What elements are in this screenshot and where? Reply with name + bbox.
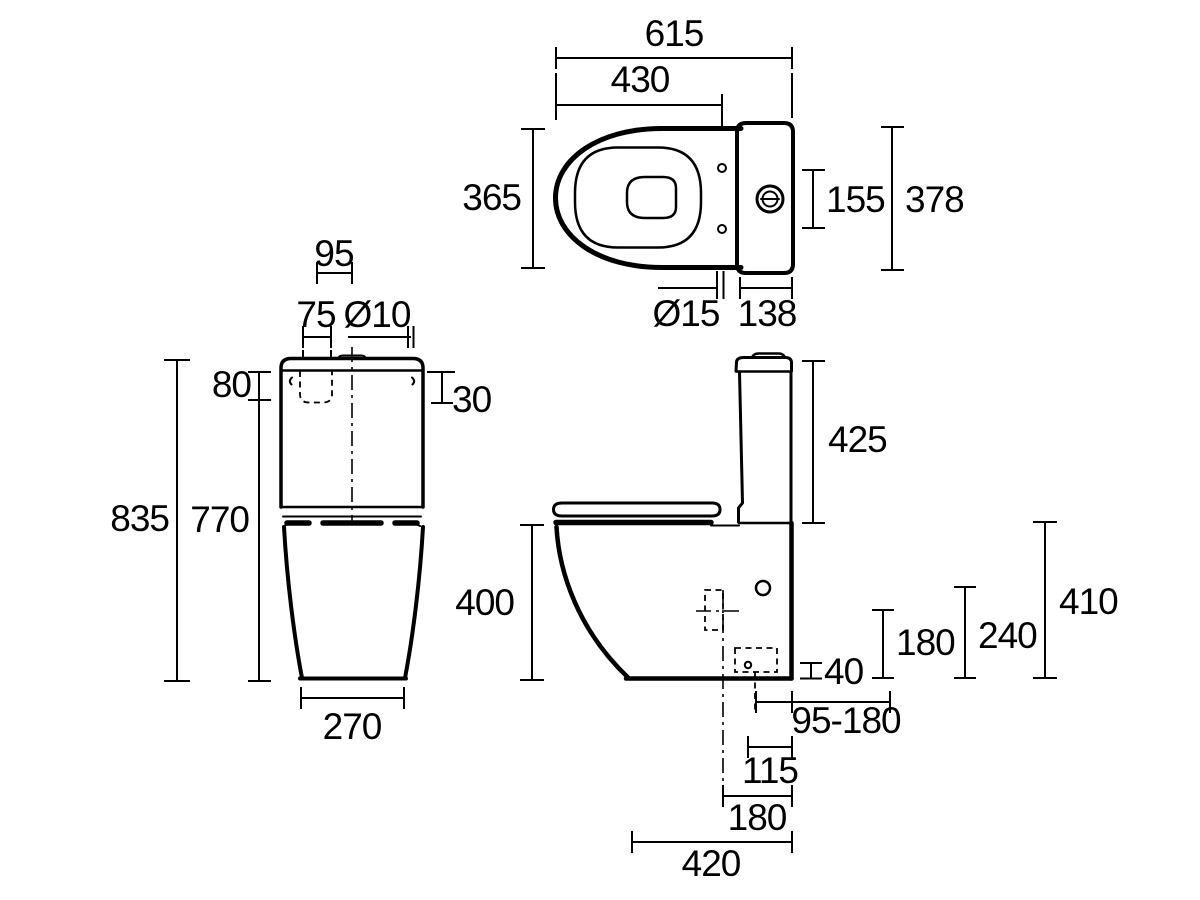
side-seat-lid: [552, 501, 722, 518]
dim-front-body-height: 770: [190, 499, 250, 540]
plan-hinge-hole-bottom: [717, 224, 727, 234]
side-outlet-hole: [743, 660, 753, 670]
dim-plan-button-offset: 155: [802, 169, 886, 229]
dim-side-outlet-offset: 115: [742, 736, 799, 791]
side-pan-front-curve: [554, 524, 631, 680]
dim-label: 180: [728, 797, 787, 838]
dim-side-inlet-height-low: 180: [872, 609, 956, 679]
dim-side-base-depth: 420: [631, 831, 793, 884]
dim-label: 30: [452, 379, 492, 420]
front-pan-right-edge: [403, 525, 425, 680]
dim-label: 75: [296, 294, 336, 335]
side-lid-bump: [750, 352, 787, 359]
dim-plan-hinge-hole-dia: Ø15: [653, 271, 725, 334]
dim-label: 95: [314, 233, 354, 274]
dim-label: 400: [455, 582, 514, 623]
dim-label: 155: [826, 179, 885, 220]
side-inlet-hole: [754, 579, 772, 597]
dim-label: 835: [110, 498, 169, 539]
dim-plan-cistern-width: 378: [881, 126, 965, 271]
dim-label: 270: [323, 706, 382, 747]
dim-label: 378: [905, 179, 964, 220]
dim-side-inlet-height-mid: 240: [954, 586, 1038, 679]
plan-bowl-opening: [625, 175, 678, 220]
dim-label: 770: [190, 499, 249, 540]
dim-label: 80: [212, 364, 252, 405]
dim-label: Ø10: [344, 294, 411, 335]
dim-label: 40: [824, 651, 864, 692]
dim-label: 138: [738, 293, 797, 334]
dim-front-base-width: 270: [300, 687, 405, 747]
front-seat-band-ends: [283, 521, 421, 527]
side-view: 425 400 40 180 240 410 95-180 115: [455, 352, 1119, 884]
dim-front-hole-dia: Ø10: [344, 294, 415, 348]
side-outlet-hidden-box: [734, 647, 778, 673]
side-cistern-front-edge: [737, 370, 744, 524]
plan-flush-button-outer: [755, 184, 785, 214]
dim-side-setout-range: 95-180: [755, 691, 902, 741]
dim-label: 420: [682, 843, 741, 884]
dim-plan-cistern-depth: 138: [738, 277, 797, 334]
dim-label: 430: [611, 59, 670, 100]
dim-front-lid-height: 80: [212, 364, 271, 682]
dim-side-fixing-offset: 180: [722, 785, 793, 838]
dim-label: 410: [1059, 581, 1118, 622]
dim-label: 180: [896, 622, 955, 663]
side-inlet-valve-hidden: [704, 589, 724, 631]
dim-plan-overall-width: 615: [555, 13, 793, 120]
front-fixing-hook-right: [411, 376, 416, 386]
dim-label: 95-180: [791, 700, 901, 741]
plan-seat-ring: [573, 146, 703, 249]
dim-label: 425: [828, 419, 887, 460]
front-flush-button-hidden: [299, 371, 333, 404]
plan-view: 615 430 365 155 378 Ø15 138: [462, 13, 965, 334]
front-pan-left-edge: [282, 525, 304, 680]
front-view: 95 75 Ø10 80 30 835 770 270: [110, 233, 493, 747]
dim-plan-seat-length: 430: [555, 59, 723, 126]
plan-cistern-outline: [735, 121, 795, 275]
side-cistern-lid: [734, 356, 793, 373]
dim-side-seat-top-height: 410: [1033, 521, 1119, 679]
dim-label: 115: [742, 750, 798, 791]
dim-label: 240: [978, 615, 1037, 656]
front-fixing-hook-left: [288, 376, 293, 386]
dim-side-pan-height: 400: [455, 524, 544, 681]
dim-label: 365: [462, 177, 521, 218]
plan-hinge-hole-top: [717, 163, 727, 173]
dim-side-cistern-height: 425: [802, 360, 888, 524]
dim-front-overall-height: 835: [110, 359, 190, 682]
plan-bowl-outline: [553, 126, 744, 270]
dim-front-hole-drop: 30: [427, 371, 493, 420]
dim-plan-bowl-width: 365: [462, 128, 545, 269]
dim-label: Ø15: [653, 293, 720, 334]
dim-front-button-width: 75: [296, 294, 337, 358]
dim-front-top-cutout: 95: [314, 233, 355, 284]
dim-side-outlet-base-height: 40: [800, 651, 865, 692]
dim-label: 615: [645, 13, 704, 54]
